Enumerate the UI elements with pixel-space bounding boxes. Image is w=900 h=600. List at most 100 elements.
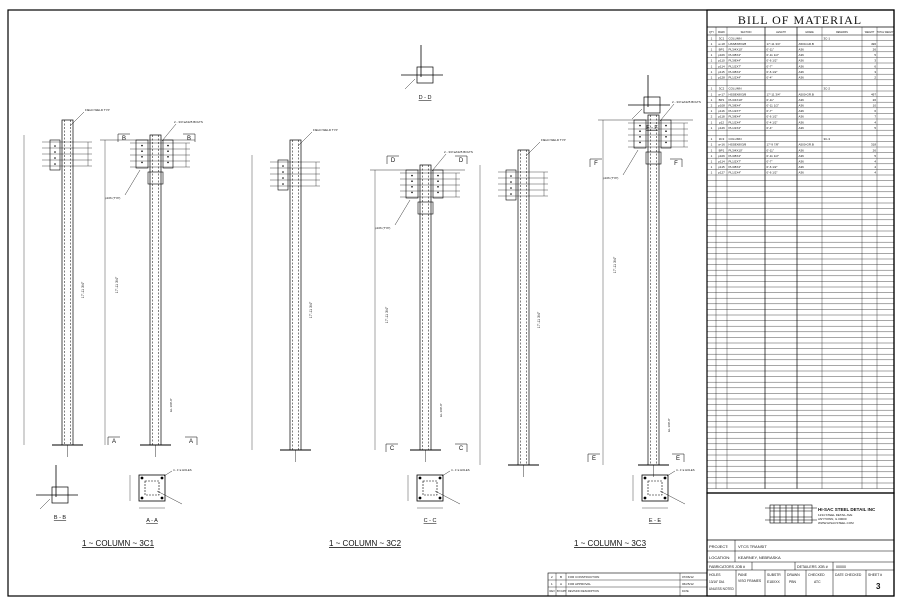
drawing-title: 1 ~ COLUMN ~ 3C2: [329, 539, 402, 548]
bolt-hole: [54, 145, 56, 147]
bolt-hole: [167, 144, 169, 147]
bolt-hole: [665, 141, 667, 144]
bolt-hole: [141, 156, 143, 158]
anchor-hole: [418, 476, 422, 480]
stiffener-plate: [645, 151, 662, 165]
bolt-hole: [665, 130, 667, 132]
section-cut-label: F: [674, 161, 678, 167]
bolt-hole: [167, 161, 169, 164]
bom-cell: 26: [873, 48, 877, 52]
bom-cell: A36: [799, 98, 805, 102]
bom-header-1: MARK: [718, 31, 725, 34]
bom-cell: 0'-4 1/2": [767, 120, 778, 124]
pane-label: PANE: [738, 573, 748, 577]
section-cut-marker: F: [670, 158, 683, 167]
bom-cell: 2: [711, 115, 713, 119]
section-cut-marker: E: [672, 453, 685, 462]
bom-cell: 10: [873, 104, 877, 108]
line: [161, 123, 177, 142]
bom-cell: PL3/8X4": [729, 104, 742, 108]
pane-value: VISO FRAMES: [738, 579, 762, 583]
bom-cell: 0'-11 1/2": [767, 53, 779, 57]
anchor-hole: [438, 496, 442, 500]
bom-cell: 0'-7": [767, 109, 773, 113]
line: [69, 111, 85, 127]
revision-cell: 07/06/12: [682, 575, 694, 579]
clip-plate: [505, 169, 517, 201]
bom-cell: PL3/8X4": [729, 165, 742, 169]
bom-cell: 0'-6 1/2": [767, 70, 778, 74]
bom-cell: w-16: [718, 143, 725, 147]
bom-cell: A36: [799, 160, 805, 164]
bom-cell: 4: [874, 160, 876, 164]
length-dimension: 17'-11 3/4": [81, 281, 85, 298]
holes-value: 13/16" DIA: [709, 580, 725, 584]
bom-cell: PL1/2X4": [729, 171, 742, 175]
column-outline: [419, 164, 432, 451]
anchor-hole: [160, 496, 164, 500]
bom-cell: BP1: [719, 148, 725, 152]
revision-header: BY/APP: [557, 589, 567, 593]
bolt-hole: [411, 180, 413, 182]
bom-cell: A500-GR.B: [799, 143, 814, 147]
column-outline: [149, 134, 162, 446]
bom-cell: p110: [718, 59, 725, 63]
bom-cell: p127: [718, 171, 725, 175]
bom-cell: w-17: [718, 92, 725, 96]
bom-cell: 0'-6 1/2": [767, 59, 778, 63]
bom-title: BILL OF MATERIAL: [738, 13, 862, 27]
bom-cell: A500-GR.B: [799, 92, 814, 96]
bom-cell: 1: [711, 53, 713, 57]
bom-cell: 6: [874, 109, 876, 113]
project-value: VTCS TRANSIT: [738, 544, 767, 549]
bom-cell: p114: [718, 64, 725, 68]
bolt-hole: [437, 186, 439, 188]
bolt-hole: [437, 191, 439, 194]
revision-cell: FOR APPROVAL: [568, 582, 591, 586]
bom-cell: PL3/4X10": [729, 148, 743, 152]
section-cut-marker: B: [117, 133, 130, 142]
length-dimension: 17'-11 3/4": [537, 311, 541, 328]
substr-label: SUBSTR: [767, 573, 781, 577]
bom-cell: 0'-11 1/2": [767, 104, 779, 108]
bom-cell: 318: [871, 143, 876, 147]
bom-cell: 1: [711, 76, 713, 80]
section-cut-marker: C: [455, 443, 468, 452]
column-detail-3: 17'-11 3/4"17'-11 3/4"EL 100'-0"FIELD WE…: [479, 75, 701, 548]
holes-label: HOLES: [709, 573, 721, 577]
bom-cell: 3C3: [719, 137, 725, 141]
bom-header-4: GRADE: [805, 31, 814, 34]
length-dimension: 17'-11 3/4": [115, 276, 119, 293]
revision-cell: 2: [551, 575, 553, 579]
bom-cell: 0'-7": [767, 160, 773, 164]
section-cut-label: B: [122, 136, 126, 142]
anchor-hole: [438, 476, 442, 480]
bolt-hole: [282, 171, 284, 173]
bom-cell: 1: [711, 126, 713, 130]
bom-cell: 0'-6 1/2": [767, 171, 778, 175]
bom-cell: HSS8X8X3/8: [729, 92, 747, 96]
revision-cell: B: [560, 575, 562, 579]
bom-cell: PL3/4X10": [729, 48, 743, 52]
section-cut-label: E: [676, 456, 680, 462]
section-title: F - F: [646, 125, 658, 131]
bom-cell: 4: [874, 120, 876, 124]
bom-cell: PL1/2X7": [729, 64, 742, 68]
base-plate-callout: 4 - 1"ø HOLES: [173, 468, 192, 472]
bom-cell: A36: [799, 59, 805, 63]
bom-header-2: SECTION: [741, 31, 752, 34]
bom-cell: A36: [799, 126, 805, 130]
anchor-hole: [418, 496, 422, 500]
bom-cell: A36: [799, 48, 805, 52]
bom-cell: 1: [711, 42, 713, 46]
bolt-hole: [639, 130, 641, 132]
section-cut-marker: D: [455, 155, 468, 164]
